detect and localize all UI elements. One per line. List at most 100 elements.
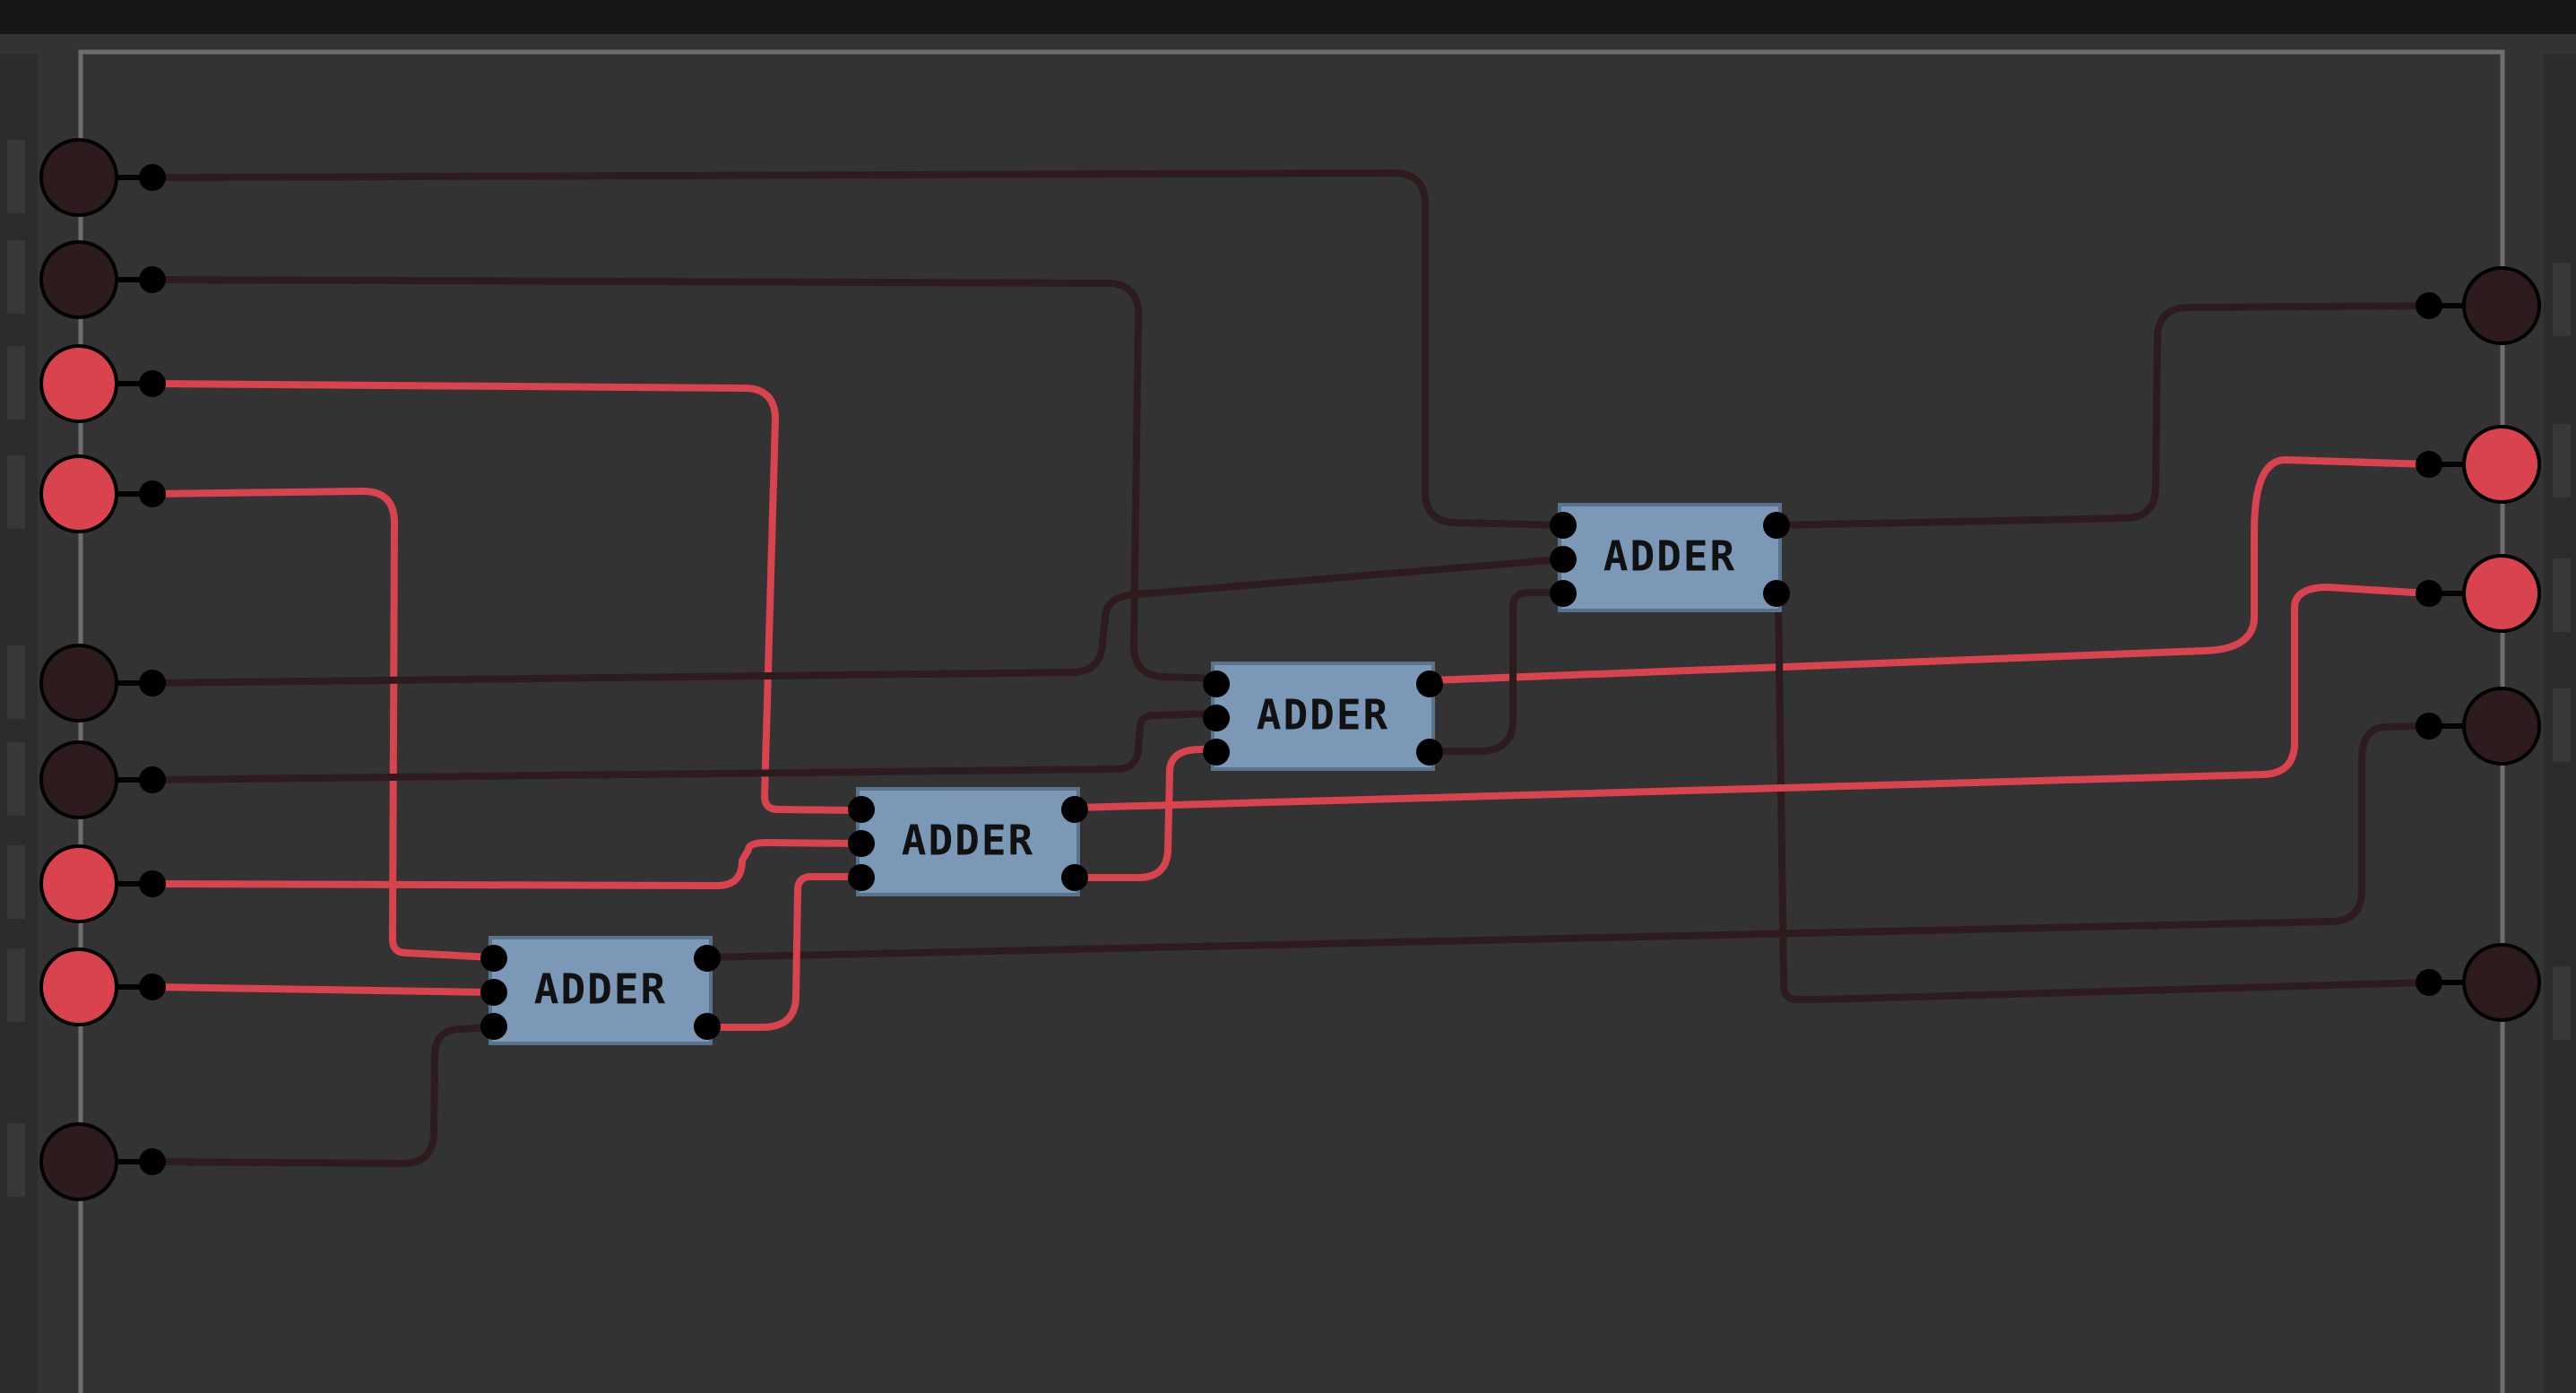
output-pin-4 [2416, 687, 2541, 766]
input-port[interactable] [139, 370, 166, 397]
output-port[interactable] [2416, 451, 2442, 478]
output-rail-handle[interactable] [2553, 424, 2571, 497]
input-pin-6[interactable] [39, 740, 166, 819]
output-port[interactable] [2416, 969, 2442, 996]
output-port[interactable] [2416, 713, 2442, 740]
input-toggle[interactable] [39, 138, 118, 217]
input-toggle[interactable] [39, 740, 118, 819]
adder-port[interactable] [1061, 864, 1088, 891]
wire[interactable] [1073, 745, 1218, 881]
adder-port[interactable] [480, 945, 507, 972]
wire[interactable] [149, 380, 861, 814]
adder-port[interactable] [1416, 671, 1443, 697]
wire[interactable] [149, 556, 1565, 687]
adder-ports [480, 512, 1790, 1040]
wire[interactable] [705, 873, 863, 1031]
input-pin-5[interactable] [39, 644, 166, 722]
adder-4-body[interactable] [488, 936, 713, 1045]
output-rail-handle[interactable] [2553, 558, 2571, 632]
input-port[interactable] [139, 973, 166, 1000]
input-toggle[interactable] [39, 240, 118, 319]
input-port[interactable] [139, 164, 166, 191]
input-pin-1[interactable] [39, 138, 166, 217]
adder-port[interactable] [1416, 739, 1443, 766]
adder-port[interactable] [1550, 546, 1577, 573]
adder-port[interactable] [1763, 580, 1790, 607]
input-port[interactable] [139, 266, 166, 293]
input-toggle[interactable] [39, 644, 118, 722]
wire[interactable] [1073, 584, 2433, 811]
input-port[interactable] [139, 480, 166, 507]
adder-3-body[interactable] [856, 787, 1080, 896]
input-toggle[interactable] [39, 844, 118, 923]
adder-port[interactable] [1061, 796, 1088, 823]
output-rail-handle[interactable] [2553, 966, 2571, 1040]
adders: ADDER ADDER ADDER ADDER [488, 503, 1782, 1045]
input-pin-2[interactable] [39, 240, 166, 319]
wire[interactable] [1775, 302, 2433, 529]
circuit-board[interactable]: ADDER ADDER ADDER ADDER [0, 34, 2576, 1393]
output-indicator [2462, 687, 2541, 766]
output-rail-handle[interactable] [2553, 263, 2571, 336]
adder-port[interactable] [1203, 739, 1230, 766]
adder-4-label: ADDER [534, 965, 667, 1014]
wire[interactable] [1428, 589, 1565, 755]
wire[interactable] [149, 839, 863, 889]
output-port[interactable] [2416, 292, 2442, 319]
adder-port[interactable] [1203, 705, 1230, 731]
input-port[interactable] [139, 670, 166, 696]
adder-port[interactable] [1203, 671, 1230, 697]
wire[interactable] [1775, 589, 2433, 1003]
input-rail-handle[interactable] [7, 455, 25, 529]
adder-2[interactable]: ADDER [1211, 662, 1435, 771]
wire[interactable] [149, 169, 1565, 529]
input-rail-handle[interactable] [7, 645, 25, 719]
input-rail-handle[interactable] [7, 1123, 25, 1197]
input-pin-7[interactable] [39, 844, 166, 923]
adder-port[interactable] [848, 796, 875, 823]
output-indicator [2462, 943, 2541, 1022]
input-rail-handle[interactable] [7, 845, 25, 919]
input-port[interactable] [139, 1148, 166, 1175]
adder-port[interactable] [1550, 580, 1577, 607]
input-pin-9[interactable] [39, 1122, 166, 1201]
input-pin-3[interactable] [39, 344, 166, 423]
input-rail-handle[interactable] [7, 140, 25, 213]
input-port[interactable] [139, 870, 166, 897]
adder-1-body[interactable] [1558, 503, 1782, 612]
output-rail-handle[interactable] [2553, 688, 2571, 762]
adder-1[interactable]: ADDER [1558, 503, 1782, 612]
input-rail-handle[interactable] [7, 948, 25, 1022]
input-rail-handle[interactable] [7, 346, 25, 420]
wire[interactable] [149, 276, 1218, 682]
adder-2-body[interactable] [1211, 662, 1435, 771]
output-port[interactable] [2416, 580, 2442, 607]
input-toggle[interactable] [39, 947, 118, 1026]
wire[interactable] [149, 488, 496, 961]
input-toggle[interactable] [39, 1122, 118, 1201]
input-pin-4[interactable] [39, 454, 166, 533]
adder-port[interactable] [480, 979, 507, 1006]
wire[interactable] [705, 722, 2433, 961]
input-toggle[interactable] [39, 344, 118, 423]
circuit-canvas[interactable]: ADDER ADDER ADDER ADDER [0, 34, 2576, 1393]
adder-port[interactable] [480, 1013, 507, 1040]
adder-port[interactable] [1763, 512, 1790, 539]
wire[interactable] [1428, 456, 2433, 684]
adder-4[interactable]: ADDER [488, 936, 713, 1045]
adder-port[interactable] [848, 830, 875, 857]
wire[interactable] [149, 983, 496, 996]
adder-port[interactable] [694, 1013, 721, 1040]
input-pin-8[interactable] [39, 947, 166, 1026]
wire[interactable] [149, 1024, 496, 1167]
input-port[interactable] [139, 766, 166, 793]
output-indicator [2462, 266, 2541, 345]
adder-3[interactable]: ADDER [856, 787, 1080, 896]
input-rail-handle[interactable] [7, 240, 25, 314]
input-rail-handle[interactable] [7, 742, 25, 816]
wire[interactable] [149, 710, 1218, 783]
adder-port[interactable] [694, 945, 721, 972]
input-toggle[interactable] [39, 454, 118, 533]
adder-port[interactable] [1550, 512, 1577, 539]
adder-port[interactable] [848, 864, 875, 891]
